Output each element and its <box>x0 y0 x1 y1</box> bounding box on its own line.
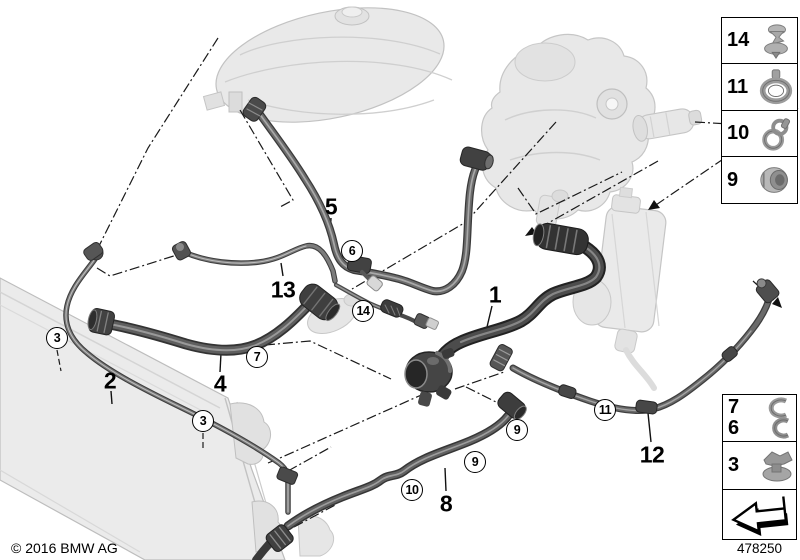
legend-label-14: 14 <box>727 29 750 51</box>
legend-item-14[interactable]: 14 <box>722 18 797 64</box>
callout-circle-3b[interactable]: 3 <box>192 410 214 432</box>
callout-13[interactable]: 13 <box>270 276 296 303</box>
callout-circle-7[interactable]: 7 <box>246 346 268 368</box>
callout-circle-14[interactable]: 14 <box>352 300 374 322</box>
hose-8-10 <box>252 391 527 560</box>
callout-8[interactable]: 8 <box>439 490 453 517</box>
callout-12[interactable]: 12 <box>639 441 665 468</box>
callout-circle-6[interactable]: 6 <box>341 240 363 262</box>
callout-2[interactable]: 2 <box>103 367 117 394</box>
direction-arrow-icon <box>723 491 796 537</box>
legend-label-3: 3 <box>728 454 740 476</box>
legend-label-10: 10 <box>727 122 750 144</box>
hose-4 <box>87 283 341 356</box>
legend-item-7-6[interactable]: 7 6 <box>723 395 796 442</box>
pipe-clamp-icon <box>754 67 797 107</box>
callout-circle-9a[interactable]: 9 <box>506 419 528 441</box>
copyright-text: © 2016 BMW AG <box>11 540 118 556</box>
callout-4[interactable]: 4 <box>213 370 227 397</box>
legend-item-9[interactable]: 9 <box>722 157 797 203</box>
hose-1 <box>404 222 606 407</box>
hose-2 <box>63 241 299 515</box>
legend-item-11[interactable]: 11 <box>722 64 797 111</box>
legend-label-9: 9 <box>727 168 739 191</box>
egr-pipe-ghost <box>632 108 703 142</box>
legend-item-10[interactable]: 10 <box>722 111 797 157</box>
spring-band-clamp-icon <box>754 114 797 154</box>
hose-1-cuff <box>532 222 589 256</box>
callout-circle-3a[interactable]: 3 <box>46 327 68 349</box>
expanding-rivet-icon <box>754 21 797 61</box>
legend-item-arrow[interactable] <box>723 490 796 538</box>
legend-label-7: 7 <box>728 396 740 418</box>
callout-circle-9b[interactable]: 9 <box>464 451 486 473</box>
hose-13 <box>171 241 338 284</box>
radiator-ghost <box>0 277 286 560</box>
fasteners-legend-top: 14 11 10 <box>721 17 798 204</box>
callout-1[interactable]: 1 <box>488 281 502 308</box>
engine-egr-ghost <box>481 33 656 228</box>
holder-clip-icon <box>755 444 796 488</box>
legend-label-11: 11 <box>727 75 749 98</box>
diagram-number: 478250 <box>736 541 783 556</box>
fasteners-legend-bottom: 7 6 3 <box>722 394 797 540</box>
legend-label-6: 6 <box>728 417 740 439</box>
hose-1-flange <box>404 348 455 407</box>
hose-5 <box>242 96 494 296</box>
hose-14 <box>333 282 439 330</box>
callout-5[interactable]: 5 <box>324 193 338 220</box>
quick-release-coupling-icon <box>754 160 797 200</box>
legend-item-3[interactable]: 3 <box>723 442 796 490</box>
hose-11-12 <box>489 278 780 415</box>
retaining-clip-icon <box>755 396 796 440</box>
callout-circle-11[interactable]: 11 <box>594 399 616 421</box>
expansion-tank-ghost <box>202 6 453 123</box>
callout-ticks <box>110 217 652 492</box>
callout-circle-10[interactable]: 10 <box>401 479 423 501</box>
